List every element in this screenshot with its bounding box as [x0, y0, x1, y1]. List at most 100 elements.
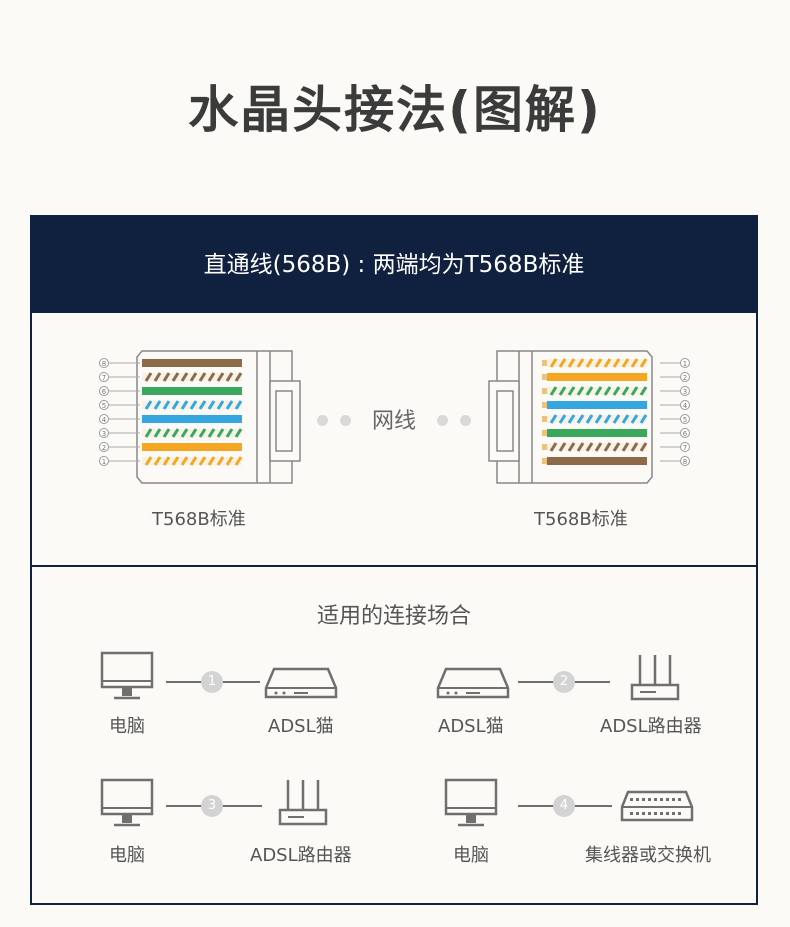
pin-marker	[680, 428, 690, 438]
wire-stripe	[216, 456, 225, 466]
pin-number: 3	[683, 388, 687, 396]
wire-stripe	[630, 358, 639, 368]
wire	[142, 415, 242, 423]
wire-stripe	[207, 372, 216, 382]
wire-stripe	[144, 428, 153, 438]
wire-stripe	[189, 400, 198, 410]
wire-stripe	[558, 442, 567, 452]
scenario-2-left-label: ADSL猫	[438, 716, 504, 737]
pin-number: 5	[102, 402, 106, 410]
wire-stripe	[198, 400, 207, 410]
wire-stripe	[621, 442, 630, 452]
pin-number: 2	[102, 444, 106, 452]
wire	[547, 401, 647, 409]
wire-stripe	[225, 428, 234, 438]
wire-stripe	[621, 414, 630, 424]
scenario-1-right-label: ADSL猫	[268, 716, 334, 737]
pin-marker	[99, 456, 109, 466]
wire-stripe	[567, 442, 576, 452]
wire-stripe	[162, 428, 171, 438]
wire-stripe	[639, 414, 648, 424]
wire-stripe	[549, 358, 558, 368]
pin-number: 6	[683, 430, 688, 438]
wire-stripe	[153, 400, 162, 410]
scenario-2-right-label: ADSL路由器	[600, 716, 702, 737]
pin-marker	[680, 414, 690, 424]
wire-stripe	[198, 456, 207, 466]
wire-stripe	[639, 386, 648, 396]
wire-stripe	[576, 358, 585, 368]
pin-number: 2	[683, 374, 687, 382]
pin-marker	[680, 358, 690, 368]
wire-dot	[317, 415, 328, 426]
monitor-icon	[100, 778, 154, 827]
wire-stripe	[216, 400, 225, 410]
panel-header: 直通线(568B) : 两端均为T568B标准	[32, 217, 756, 313]
wire-stripe	[234, 456, 243, 466]
scenario-4-number: 4	[553, 795, 575, 817]
pin-number: 3	[102, 430, 106, 438]
pin-marker	[99, 428, 109, 438]
wire-stripe	[594, 386, 603, 396]
wire-stripe	[558, 386, 567, 396]
left-standard-label: T568B标准	[152, 509, 246, 530]
wire-stripe	[630, 414, 639, 424]
pin-marker	[680, 386, 690, 396]
section-divider	[32, 565, 756, 567]
wire-stripe	[585, 386, 594, 396]
wire	[547, 429, 647, 437]
wire-stripe	[171, 456, 180, 466]
pin-number: 1	[683, 360, 687, 368]
wire-stripe	[630, 442, 639, 452]
wire-stripe	[225, 456, 234, 466]
right-standard-label: T568B标准	[534, 509, 628, 530]
scenario-3-left-label: 电脑	[109, 845, 145, 866]
wire-stripe	[621, 386, 630, 396]
wire-stripe	[567, 386, 576, 396]
wire-stripe	[180, 372, 189, 382]
pin-marker	[99, 386, 109, 396]
page-title: 水晶头接法(图解)	[188, 81, 602, 139]
modem-icon	[436, 667, 510, 699]
wire-stripe	[234, 372, 243, 382]
wire-stripe	[612, 414, 621, 424]
wire-stripe	[189, 372, 198, 382]
wire-stripe	[144, 400, 153, 410]
scenarios-title: 适用的连接场合	[316, 604, 471, 629]
pin-marker	[99, 414, 109, 424]
wire-stripe	[639, 442, 648, 452]
wire-stripe	[225, 400, 234, 410]
pin-number: 4	[683, 402, 688, 410]
pin-marker	[680, 400, 690, 410]
wire-stripe	[225, 372, 234, 382]
pin-marker	[99, 372, 109, 382]
wire	[142, 443, 242, 451]
scenario-3-number: 3	[201, 795, 223, 817]
wire	[547, 457, 647, 465]
monitor-icon	[444, 778, 498, 827]
wire-stripe	[549, 442, 558, 452]
wire-stripe	[576, 386, 585, 396]
wire-stripe	[549, 386, 558, 396]
scenario-1-number: 1	[201, 671, 223, 693]
pin-number: 1	[102, 458, 106, 466]
wire-stripe	[198, 372, 207, 382]
scenario-2-number: 2	[553, 671, 575, 693]
scenario-4-right-label: 集线器或交换机	[585, 845, 711, 866]
wire-stripe	[612, 358, 621, 368]
wire-stripe	[153, 428, 162, 438]
pin-marker	[680, 456, 690, 466]
wire-stripe	[144, 456, 153, 466]
network-cable-label: 网线	[372, 409, 417, 434]
pin-number: 6	[102, 388, 107, 396]
wire-stripe	[162, 456, 171, 466]
wire-stripe	[171, 400, 180, 410]
wire-stripe	[558, 358, 567, 368]
wire-stripe	[207, 456, 216, 466]
wire-stripe	[162, 372, 171, 382]
wire-stripe	[558, 414, 567, 424]
wire-stripe	[234, 428, 243, 438]
wire-stripe	[585, 414, 594, 424]
wire-stripe	[621, 358, 630, 368]
